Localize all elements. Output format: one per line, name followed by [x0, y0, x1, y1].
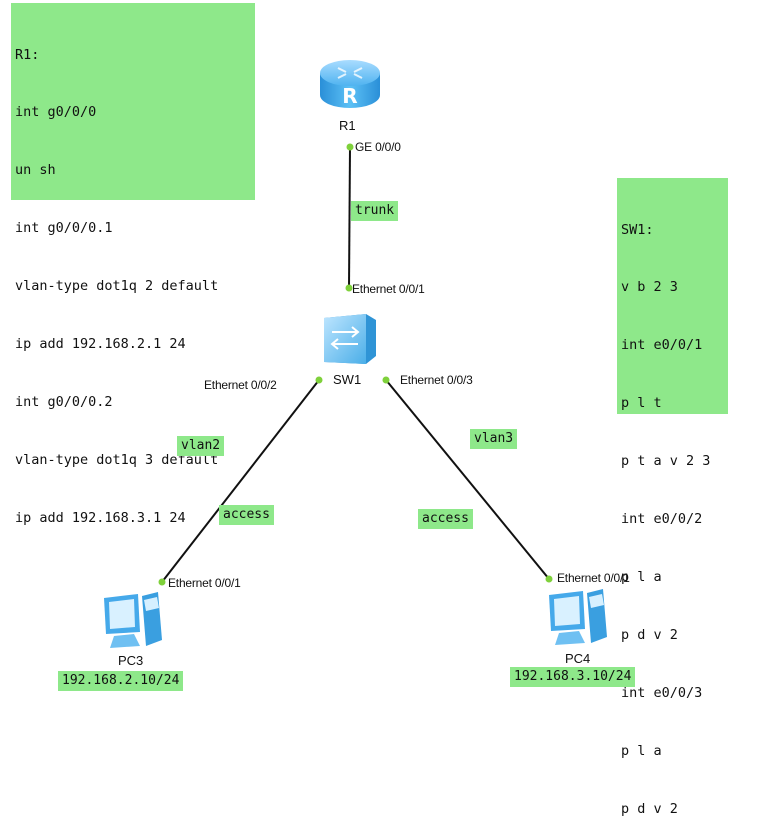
r1-config-line: vlan-type dot1q 2 default	[15, 278, 219, 295]
port-dot-sw1-e2	[315, 376, 323, 384]
device-label-pc3: PC3	[118, 653, 144, 668]
r1-config-line: int g0/0/0	[15, 104, 97, 121]
r1-config-line: ip add 192.168.3.1 24	[15, 509, 186, 526]
sw1-config-line: p l a	[621, 742, 662, 759]
router-icon[interactable]: R	[318, 55, 382, 113]
sw1-config-line: p d v 2	[621, 626, 678, 643]
r1-config-line: int g0/0/0.2	[15, 393, 113, 410]
port-dot-sw1-e1	[345, 284, 353, 292]
link-sw1-pc3	[161, 379, 320, 583]
r1-config-line: R1:	[15, 46, 40, 63]
device-label-sw1: SW1	[333, 372, 362, 387]
port-label-pc4-e1: Ethernet 0/0/1	[557, 571, 630, 585]
sw1-config-line: SW1:	[621, 221, 654, 238]
sw1-config-line: p l a	[621, 568, 662, 585]
topology-links	[158, 143, 553, 586]
sw1-config-line: int e0/0/2	[621, 511, 703, 528]
sw1-config-line: int e0/0/1	[621, 337, 703, 354]
port-label-pc3-e1: Ethernet 0/0/1	[168, 576, 241, 590]
r1-config-line: int g0/0/0.1	[15, 220, 113, 237]
sw1-config-note: SW1: v b 2 3 int e0/0/1 p l t p t a v 2 …	[617, 178, 728, 817]
port-label-r1-ge: GE 0/0/0	[355, 140, 401, 154]
ip-address-pc4: 192.168.3.10/24	[510, 667, 636, 687]
sw1-config-line: p t a v 2 3	[621, 453, 711, 470]
sw1-config-line: p l t	[621, 395, 662, 412]
link-tag-vlan2: vlan2	[177, 436, 225, 456]
link-tag-access-left: access	[219, 505, 274, 525]
port-label-sw1-e3: Ethernet 0/0/3	[400, 373, 473, 387]
r1-config-line: un sh	[15, 162, 56, 179]
port-label-sw1-e2: Ethernet 0/0/2	[204, 378, 277, 392]
sw1-config-line: v b 2 3	[621, 279, 678, 296]
r1-config-line: ip add 192.168.2.1 24	[15, 336, 186, 353]
sw1-config-line: int e0/0/3	[621, 684, 703, 701]
port-label-sw1-e1: Ethernet 0/0/1	[352, 282, 425, 296]
switch-icon[interactable]	[318, 310, 380, 366]
link-sw1-pc4	[385, 379, 550, 580]
port-dot-r1-ge	[346, 143, 354, 151]
sw1-config-line: p d v 2	[621, 800, 678, 817]
link-tag-trunk: trunk	[351, 201, 399, 221]
port-dot-pc3-e1	[158, 578, 166, 586]
link-tag-access-right: access	[418, 509, 473, 529]
link-tag-vlan3: vlan3	[470, 429, 518, 449]
pc-icon[interactable]	[100, 588, 166, 652]
port-dot-pc4-e1	[545, 575, 553, 583]
router-icon-letter: R	[342, 84, 357, 108]
pc-icon[interactable]	[545, 585, 611, 649]
r1-config-note: R1: int g0/0/0 un sh int g0/0/0.1 vlan-t…	[11, 3, 255, 526]
link-r1-sw1	[348, 146, 351, 289]
device-label-pc4: PC4	[565, 651, 591, 666]
port-dot-sw1-e3	[382, 376, 390, 384]
ip-address-pc3: 192.168.2.10/24	[58, 671, 184, 691]
device-label-r1: R1	[339, 118, 356, 133]
